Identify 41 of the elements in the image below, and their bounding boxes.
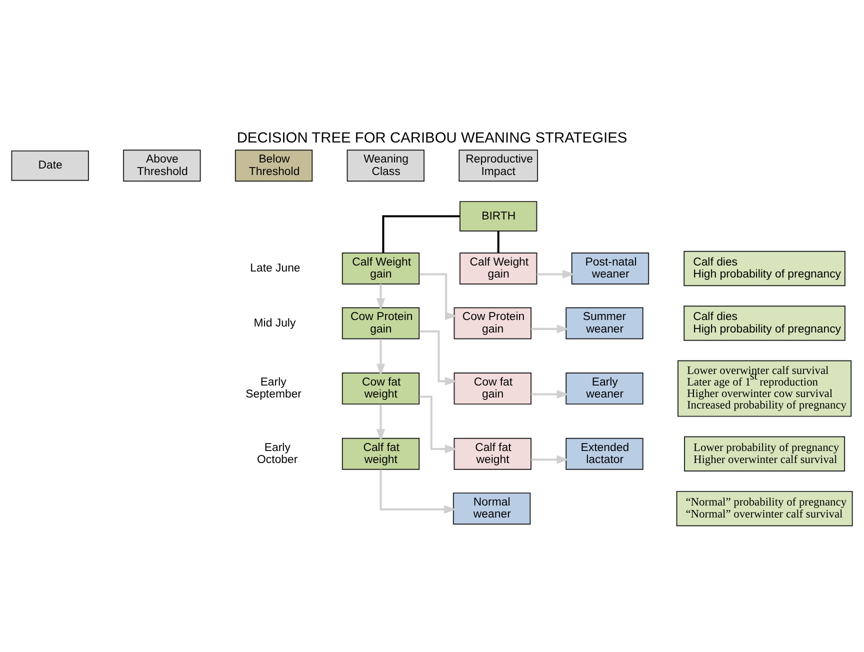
node-box: Calf Weight gain (459, 252, 538, 284)
node-box: Calf fat weight (342, 437, 420, 470)
arrow (536, 269, 575, 278)
node-box: Above Threshold (123, 149, 201, 182)
node-box: Date (11, 150, 89, 180)
arrow (376, 404, 386, 441)
label: Early October (257, 441, 298, 466)
arrow (531, 324, 570, 333)
arrow (419, 395, 458, 453)
node-box: Calf dies High probability of pregnancy (684, 250, 846, 286)
node-box: Cow fat weight (342, 372, 420, 404)
diagram-title: DECISION TREE FOR CARIBOU WEANING STRATEGIES (236, 130, 628, 146)
label: Mid July (254, 316, 296, 329)
node-box: Extended lactator (566, 437, 644, 470)
node-box: “Normal” probability of pregnancy “Normal” overwinter calf survival (676, 490, 853, 526)
arrow (531, 389, 570, 398)
node-box: Calf dies High probability of pregnancy (684, 305, 846, 340)
arrow (376, 284, 386, 310)
node-box: Calf Weight gain (342, 252, 420, 284)
arrow (380, 469, 456, 514)
connector (382, 214, 460, 252)
node-box: Cow Protein gain (342, 306, 420, 339)
node-box: Summer weaner (566, 306, 644, 339)
node-box: Reproductive Impact (458, 149, 538, 182)
node-box: Calf fat weight (454, 437, 532, 470)
node-box: Below Threshold (234, 149, 313, 182)
node-box: Weaning Class (346, 149, 425, 182)
node-box: Early weaner (566, 372, 644, 404)
label: Early September (246, 376, 302, 400)
arrow (376, 338, 386, 376)
arrow (531, 454, 570, 464)
node-box: Lower probability of pregnancy Higher overwinter calf survival (684, 436, 846, 472)
node-box: Post-natal weaner (571, 252, 650, 284)
arrow (420, 272, 458, 320)
arrow (419, 330, 458, 385)
node-box: Cow Protein gain (454, 306, 532, 339)
connector (497, 230, 500, 252)
label: Late June (250, 262, 300, 274)
node-box: BIRTH (459, 200, 538, 231)
node-box: Normal weaner (452, 492, 531, 524)
node-box: Cow fat gain (454, 372, 532, 404)
